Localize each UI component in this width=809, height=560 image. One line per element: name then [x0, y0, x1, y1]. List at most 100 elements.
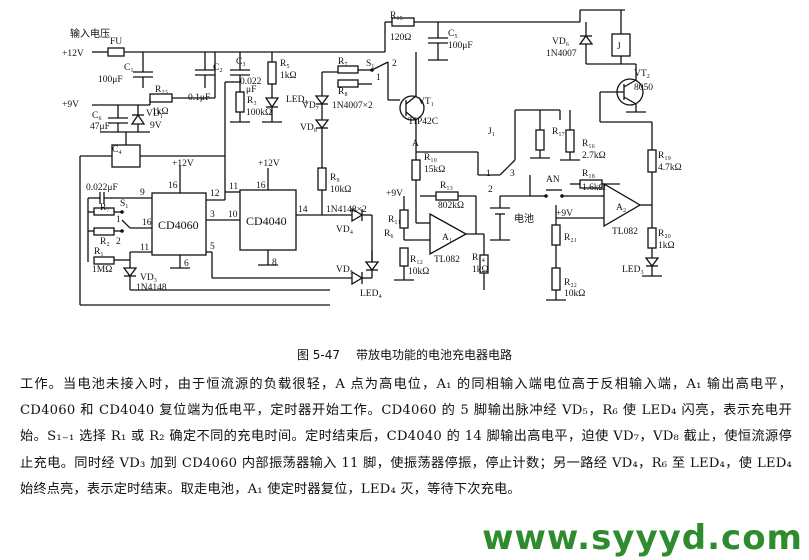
vd4-label: VD₄: [336, 225, 353, 235]
body-paragraph: 工作。当电池未接入时，由于恒流源的负载很轻，A 点为高电位，A₁ 的同相输入端电…: [20, 377, 792, 497]
ic2-pin10: 10: [228, 210, 238, 220]
r23-value: 1kΩ: [152, 107, 169, 117]
vd3-value: 1N4148: [136, 283, 167, 293]
r20-value: 1kΩ: [658, 241, 675, 251]
c4-label: C₄: [112, 145, 122, 155]
r18-value: 1.6kΩ: [582, 183, 606, 193]
j1-pin2: 2: [488, 185, 493, 195]
j1-label: J₁: [488, 127, 495, 137]
cd4040-ic: CD4040: [225, 168, 335, 266]
r14-label: R₁₄: [472, 253, 485, 263]
r22-value: 10kΩ: [564, 289, 585, 299]
c5-label: C₅: [448, 29, 458, 39]
vd8-label: VD₈: [300, 123, 317, 133]
r16-value: 2.7kΩ: [582, 151, 606, 161]
s1-upper-label: S₁: [366, 59, 375, 69]
r11-label: R₁₁: [388, 215, 401, 225]
r3-value: 100kΩ: [246, 108, 272, 118]
an-label: AN: [546, 175, 560, 185]
c3-value: 0.022: [240, 77, 262, 87]
ic1-pin11: 11: [140, 243, 149, 253]
v12-label: +12V: [62, 49, 84, 59]
s1-pin1: 1: [116, 215, 121, 225]
r12-label: R₁₂: [410, 255, 423, 265]
r7-top-label: R₇: [338, 57, 348, 67]
r20-label: R₂₀: [658, 229, 671, 239]
r12-value: 10kΩ: [408, 267, 429, 277]
ic2-pin8: 8: [272, 258, 277, 268]
c5-capacitor: [428, 22, 448, 61]
r1-value: 1MΩ: [92, 265, 112, 275]
c6-value: 47μF: [90, 122, 110, 132]
circuit-schematic: CD4060 CD4040: [62, 9, 682, 306]
figure-number: 图 5-47: [296, 348, 341, 362]
vd6-label: VD₆: [552, 37, 569, 47]
c3-label: C₃: [236, 57, 246, 67]
ic1-pin9: 9: [140, 188, 145, 198]
c4-value: 0.022μF: [86, 183, 118, 193]
power-rails: [92, 9, 625, 192]
cd4060-ic: CD4060: [130, 165, 330, 279]
cd4040-label: CD4040: [246, 214, 287, 228]
watermark: www.syyyd.com: [482, 518, 803, 558]
component-labels: 输入电压 +12V FU +9V C₁ 100μF C₂ 0.1μF R₂₃ 1…: [62, 11, 682, 299]
r21-label: R₂₁: [564, 233, 577, 243]
diode-network: [314, 72, 380, 286]
r13-label: R₁₃: [440, 181, 453, 191]
point-a-label: A: [412, 139, 419, 149]
battery-label: 电池: [514, 212, 534, 225]
ic1-pin5: 5: [210, 242, 215, 252]
v12-ic2-label: +12V: [258, 159, 280, 169]
r15-label: R₁₅: [390, 11, 403, 21]
ic1-pin3: 3: [210, 210, 215, 220]
figure-caption: 图 5-47 带放电功能的电池充电器电路: [0, 346, 809, 363]
led4-label: LED₄: [360, 289, 382, 299]
comparator-a2: [546, 122, 662, 301]
vd7-label: VD₇: [302, 101, 319, 111]
r13-value: 802kΩ: [438, 201, 464, 211]
v12-ic1-label: +12V: [172, 159, 194, 169]
vd6-value: 1N4007: [546, 49, 577, 59]
j1-pin3: 3: [510, 169, 515, 179]
vt2-value: 8050: [634, 83, 653, 93]
r15-value: 120Ω: [390, 33, 411, 43]
vd78-value: 1N4007×2: [332, 101, 373, 111]
ic2-pin11: 11: [229, 182, 238, 192]
input-power-label: 输入电压: [70, 27, 110, 40]
figure-title: 带放电功能的电池充电器电路: [356, 348, 513, 362]
v9-a2-label: +9V: [556, 209, 573, 219]
r2-label: R₂: [100, 237, 110, 247]
c2-label: C₂: [213, 63, 223, 73]
r5-value: 1kΩ: [280, 71, 297, 81]
r22-label: R₂₂: [564, 278, 577, 288]
a1-label: A₁: [442, 233, 452, 243]
c5-value: 100μF: [448, 41, 473, 51]
r14-value: 1kΩ: [472, 265, 489, 275]
c1-value: 100μF: [98, 75, 123, 85]
v9-a1-label: +9V: [386, 189, 403, 199]
vd1-value: 9V: [150, 121, 162, 131]
r7-label: R₇: [100, 203, 110, 213]
r19-value: 4.7kΩ: [658, 163, 682, 173]
a2-label: A₂: [616, 203, 626, 213]
relay-label: J: [617, 42, 621, 52]
a2-model: TL082: [612, 227, 638, 237]
ic1-pin12: 12: [210, 189, 220, 199]
r9-label: R₉: [330, 173, 340, 183]
relay-driver: [578, 10, 652, 123]
led3-label: LED₃: [622, 265, 644, 275]
r9-value: 10kΩ: [330, 185, 351, 195]
s1-upper-pin2: 2: [392, 59, 397, 69]
r1-label: R₁: [94, 247, 104, 257]
r23-label: R₂₃: [155, 85, 168, 95]
r16-label: R₁₆: [582, 139, 595, 149]
r8-top-label: R₈: [338, 87, 348, 97]
ic1-pin16b: 16: [142, 218, 152, 228]
r10-label: R₁₀: [424, 153, 437, 163]
vd3-label: VD₃: [140, 273, 157, 283]
c3-unit: μF: [246, 85, 256, 95]
vt1-label: VT₁: [418, 97, 434, 107]
s1-upper-pin1: 1: [376, 73, 381, 83]
vt1-value: TIP42C: [408, 117, 438, 127]
switch-s1-upper: [322, 61, 400, 101]
